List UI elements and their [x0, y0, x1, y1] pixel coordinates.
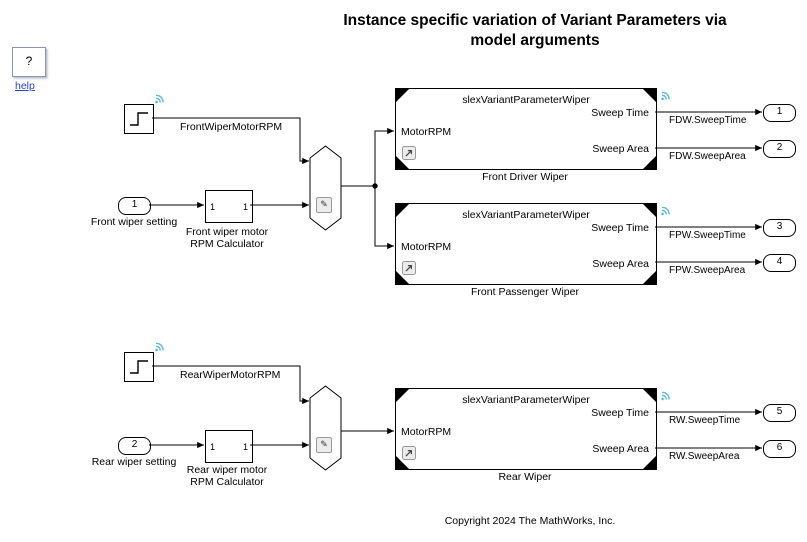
calc-outport-number: 1	[242, 441, 248, 452]
subsystem-front-passenger-wiper[interactable]: slexVariantParameterWiper MotorRPM Sweep…	[395, 203, 657, 285]
model-title: Instance specific variation of Variant P…	[290, 11, 780, 51]
instance-badge-icon[interactable]	[402, 446, 416, 460]
signal-label-fdw-sweeparea: FDW.SweepArea	[669, 151, 746, 162]
variant-control-badge-icon[interactable]: ✎	[316, 197, 332, 213]
signal-label-fpw-sweeptime: FPW.SweepTime	[669, 230, 746, 241]
outport-5[interactable]: 5	[763, 404, 796, 422]
front-calculator-caption: Front wiper motor RPM Calculator	[167, 226, 287, 250]
port-label-motorrpm: MotorRPM	[401, 426, 452, 438]
question-mark-icon: ?	[25, 54, 33, 68]
variant-source-rear[interactable]	[309, 385, 342, 471]
rear-calculator-caption-line1: Rear wiper motor	[186, 464, 268, 476]
inport-1[interactable]: 1	[118, 197, 151, 215]
wireless-logging-icon[interactable]	[151, 340, 164, 353]
inport-2[interactable]: 2	[118, 437, 151, 455]
block-caption-front-passenger-wiper: Front Passenger Wiper	[471, 286, 579, 298]
outport-2-number: 2	[776, 142, 783, 153]
front-calculator-caption-line1: Front wiper motor	[185, 226, 269, 238]
wire-branch-to-front-passenger-wiper[interactable]	[374, 186, 394, 250]
port-label-sweep-time: Sweep Time	[591, 407, 649, 419]
block-caption-rear-wiper: Rear Wiper	[498, 471, 552, 483]
instance-badge-icon[interactable]	[402, 146, 416, 160]
variant-corner-icon	[643, 271, 656, 284]
port-label-sweep-area: Sweep Area	[592, 258, 649, 270]
signal-label-rw-sweeparea: RW.SweepArea	[669, 451, 740, 462]
outport-1[interactable]: 1	[763, 104, 796, 122]
variant-corner-icon	[643, 156, 656, 169]
port-label-motorrpm: MotorRPM	[401, 126, 452, 138]
instance-badge-icon[interactable]	[402, 261, 416, 275]
block-caption-front-driver-wiper: Front Driver Wiper	[482, 171, 568, 183]
subsystem-rear-rpm-calculator[interactable]: 1 1	[205, 430, 253, 463]
inport-2-number: 2	[131, 439, 138, 450]
referenced-model-name: slexVariantParameterWiper	[462, 94, 590, 106]
signal-label-fpw-sweeparea: FPW.SweepArea	[669, 265, 746, 276]
variant-corner-icon	[643, 456, 656, 469]
rear-calculator-caption: Rear wiper motor RPM Calculator	[167, 464, 287, 488]
step-signal-icon	[130, 112, 148, 126]
outport-5-number: 5	[776, 406, 783, 417]
outport-6-number: 6	[776, 442, 783, 453]
step-block-front[interactable]	[124, 104, 154, 134]
outport-1-number: 1	[776, 106, 783, 117]
front-calculator-caption-line2: RPM Calculator	[190, 238, 264, 250]
step-block-rear-label: RearWiperMotorRPM	[180, 369, 281, 381]
wire-branch-to-front-driver-wiper[interactable]	[374, 127, 394, 186]
outport-6[interactable]: 6	[763, 440, 796, 458]
referenced-model-name: slexVariantParameterWiper	[462, 209, 590, 221]
model-title-line1: Instance specific variation of Variant P…	[343, 12, 727, 29]
copyright-note: Copyright 2024 The MathWorks, Inc.	[444, 515, 616, 527]
subsystem-front-rpm-calculator[interactable]: 1 1	[205, 190, 253, 223]
port-label-sweep-area: Sweep Area	[592, 443, 649, 455]
calc-inport-number: 1	[210, 441, 216, 452]
step-block-rear[interactable]	[124, 352, 154, 382]
outport-2[interactable]: 2	[763, 140, 796, 158]
wireless-logging-icon[interactable]	[151, 92, 164, 105]
subsystem-rear-wiper[interactable]: slexVariantParameterWiper MotorRPM Sweep…	[395, 388, 657, 470]
wireless-logging-icon[interactable]	[657, 204, 670, 217]
port-label-motorrpm: MotorRPM	[401, 241, 452, 253]
wireless-logging-icon[interactable]	[657, 89, 670, 102]
rear-calculator-caption-line2: RPM Calculator	[190, 476, 264, 488]
step-block-front-label: FrontWiperMotorRPM	[180, 121, 283, 133]
subsystem-front-driver-wiper[interactable]: slexVariantParameterWiper MotorRPM Sweep…	[395, 88, 657, 170]
help-doc-block[interactable]: ?	[12, 47, 46, 77]
step-signal-icon	[130, 360, 148, 374]
pencil-icon: ✎	[320, 199, 328, 209]
port-label-sweep-time: Sweep Time	[591, 107, 649, 119]
referenced-model-name: slexVariantParameterWiper	[462, 394, 590, 406]
port-label-sweep-area: Sweep Area	[592, 143, 649, 155]
branch-point	[372, 183, 378, 189]
inport-1-label: Front wiper setting	[90, 216, 178, 228]
wireless-logging-icon[interactable]	[657, 389, 670, 402]
outport-4[interactable]: 4	[763, 254, 796, 272]
help-link[interactable]: help	[15, 80, 35, 92]
signal-label-fdw-sweeptime: FDW.SweepTime	[669, 115, 747, 126]
signal-label-rw-sweeptime: RW.SweepTime	[669, 415, 741, 426]
inport-1-number: 1	[131, 199, 138, 210]
outport-4-number: 4	[776, 256, 783, 267]
inport-2-label: Rear wiper setting	[91, 456, 177, 468]
variant-control-badge-icon[interactable]: ✎	[316, 437, 332, 453]
variant-source-front[interactable]	[309, 145, 342, 231]
model-title-line2: model arguments	[470, 32, 600, 49]
outport-3-number: 3	[776, 221, 783, 232]
port-label-sweep-time: Sweep Time	[591, 222, 649, 234]
calc-inport-number: 1	[210, 201, 216, 212]
pencil-icon: ✎	[320, 439, 328, 449]
calc-outport-number: 1	[242, 201, 248, 212]
outport-3[interactable]: 3	[763, 219, 796, 237]
